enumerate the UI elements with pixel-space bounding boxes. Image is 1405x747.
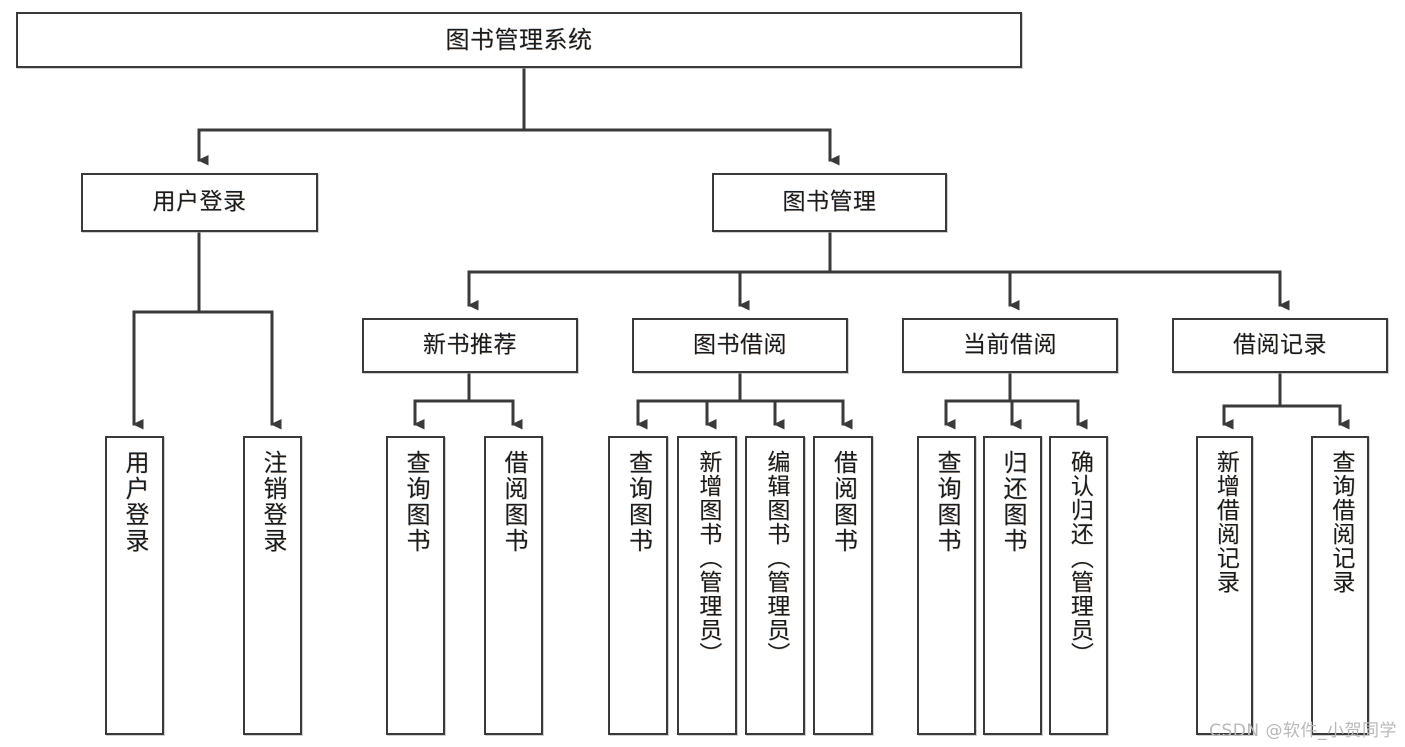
node-borrow-records-label: 借阅记录 — [1233, 332, 1327, 358]
leaf-borrow-borrow-book[interactable]: 借阅图书 — [813, 436, 873, 735]
node-user-login[interactable]: 用户登录 — [81, 173, 318, 232]
leaf-current-confirm-return-admin-label: 确认归还（管理员） — [1066, 450, 1093, 666]
leaf-borrow-add-book-admin[interactable]: 新增图书（管理员） — [677, 436, 737, 735]
node-new-book-recommendation[interactable]: 新书推荐 — [362, 318, 578, 373]
leaf-borrow-add-book-admin-label: 新增图书（管理员） — [694, 450, 721, 666]
leaf-borrow-borrow-book-label: 借阅图书 — [829, 450, 858, 554]
leaf-current-return-book-label: 归还图书 — [998, 450, 1027, 554]
leaf-records-add-record[interactable]: 新增借阅记录 — [1196, 436, 1253, 735]
leaf-records-add-record-label: 新增借阅记录 — [1212, 450, 1239, 594]
leaf-user-login-signin[interactable]: 用户登录 — [105, 436, 164, 735]
leaf-new-book-query-book[interactable]: 查询图书 — [386, 436, 445, 735]
node-book-borrowing-label: 图书借阅 — [693, 332, 787, 358]
leaf-current-query-book-label: 查询图书 — [932, 450, 961, 554]
leaf-new-book-query-book-label: 查询图书 — [401, 450, 430, 554]
leaf-borrow-query-book[interactable]: 查询图书 — [608, 436, 668, 735]
leaf-user-login-signout-label: 注销登录 — [258, 450, 287, 554]
leaf-user-login-signout[interactable]: 注销登录 — [243, 436, 302, 735]
leaf-user-login-signin-label: 用户登录 — [120, 450, 149, 554]
leaf-records-query-record[interactable]: 查询借阅记录 — [1311, 436, 1369, 735]
leaf-current-query-book[interactable]: 查询图书 — [917, 436, 976, 735]
node-current-borrowing-label: 当前借阅 — [963, 332, 1057, 358]
leaf-records-query-record-label: 查询借阅记录 — [1327, 450, 1354, 594]
leaf-current-confirm-return-admin[interactable]: 确认归还（管理员） — [1049, 436, 1108, 735]
leaf-new-book-borrow-book[interactable]: 借阅图书 — [484, 436, 543, 735]
node-user-login-label: 用户登录 — [152, 189, 247, 215]
leaf-borrow-query-book-label: 查询图书 — [624, 450, 653, 554]
node-borrow-records[interactable]: 借阅记录 — [1172, 318, 1388, 373]
leaf-borrow-edit-book-admin[interactable]: 编辑图书（管理员） — [745, 436, 805, 735]
leaf-current-return-book[interactable]: 归还图书 — [983, 436, 1042, 735]
leaf-new-book-borrow-book-label: 借阅图书 — [499, 450, 528, 554]
leaf-borrow-edit-book-admin-label: 编辑图书（管理员） — [762, 450, 789, 666]
node-book-management-label: 图书管理 — [782, 189, 877, 215]
node-book-borrowing[interactable]: 图书借阅 — [632, 318, 848, 373]
node-root-label: 图书管理系统 — [445, 26, 593, 54]
node-book-management[interactable]: 图书管理 — [712, 173, 947, 232]
node-root-book-management-system[interactable]: 图书管理系统 — [16, 12, 1022, 68]
node-new-book-recommendation-label: 新书推荐 — [423, 332, 517, 358]
node-current-borrowing[interactable]: 当前借阅 — [902, 318, 1118, 373]
